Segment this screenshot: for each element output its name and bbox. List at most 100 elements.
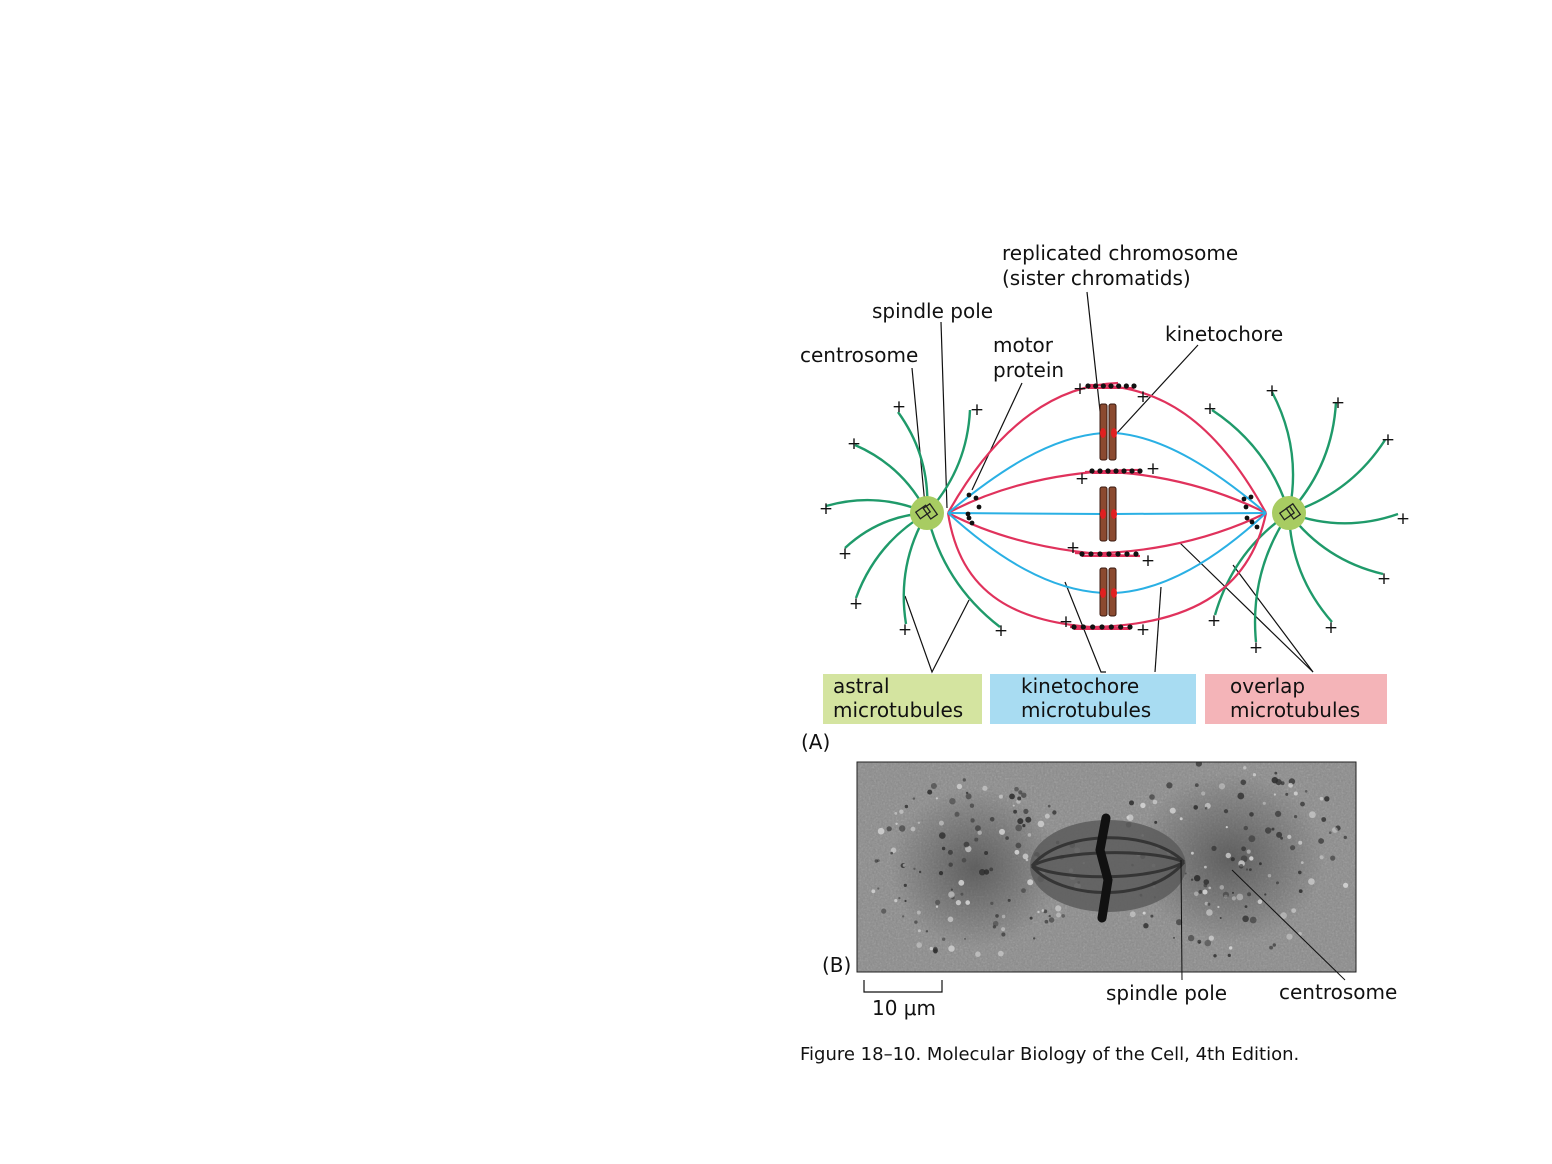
plus-sign: + bbox=[970, 400, 984, 420]
granule bbox=[1014, 849, 1020, 855]
granule bbox=[877, 827, 885, 835]
plus-sign: + bbox=[1324, 618, 1338, 638]
granule bbox=[1207, 902, 1211, 906]
metaphase-plate bbox=[1095, 813, 1113, 923]
scale-bar-label: 10 μm bbox=[872, 996, 936, 1020]
granule bbox=[1259, 862, 1262, 866]
granule bbox=[965, 845, 972, 853]
motor-protein-dot bbox=[1085, 383, 1091, 389]
granule bbox=[874, 859, 878, 863]
legend: astral microtubules kinetochore microtub… bbox=[823, 674, 1387, 724]
centrosome-pointer bbox=[1231, 869, 1346, 981]
motor-protein-dot bbox=[1097, 551, 1103, 557]
plus-sign: + bbox=[819, 499, 833, 519]
granule bbox=[1173, 936, 1175, 939]
granule bbox=[955, 900, 962, 906]
granule bbox=[1213, 954, 1217, 958]
motor-protein-dot bbox=[1108, 383, 1114, 389]
overlap-mt-mid-bottom-right bbox=[1074, 512, 1267, 555]
plus-sign: + bbox=[994, 621, 1008, 641]
granule bbox=[1152, 799, 1158, 805]
granule bbox=[948, 891, 955, 898]
granule bbox=[1308, 878, 1315, 885]
granule bbox=[1001, 932, 1006, 937]
motor-protein-dot bbox=[1099, 624, 1105, 630]
kinetochore-dot bbox=[1111, 428, 1117, 438]
plus-sign: + bbox=[1136, 387, 1150, 407]
granule bbox=[1298, 840, 1303, 845]
granule bbox=[1329, 831, 1332, 834]
scale-bar bbox=[863, 980, 943, 993]
granule bbox=[1023, 808, 1029, 815]
granule bbox=[1238, 864, 1244, 869]
granule bbox=[1005, 836, 1009, 840]
granule bbox=[1224, 894, 1228, 899]
granule bbox=[1198, 941, 1201, 944]
motor-protein-dot bbox=[1106, 551, 1112, 557]
granule bbox=[1286, 933, 1293, 940]
granule bbox=[1293, 791, 1298, 796]
kinetochore-dot bbox=[1100, 428, 1106, 438]
granule bbox=[1309, 811, 1316, 819]
granule bbox=[1048, 917, 1055, 923]
granule bbox=[1241, 759, 1243, 761]
astral-legend-leader bbox=[904, 595, 970, 674]
granule bbox=[1290, 845, 1296, 851]
granule bbox=[975, 951, 981, 957]
granule bbox=[1319, 796, 1324, 801]
spindle-pole-pointer bbox=[1180, 859, 1183, 981]
legend-kinetochore-line1: kinetochore bbox=[1021, 674, 1139, 698]
granule bbox=[1037, 910, 1040, 914]
kinetochore-mt-top-right bbox=[1114, 432, 1267, 514]
granule bbox=[1015, 842, 1022, 849]
granule bbox=[992, 925, 997, 929]
granule bbox=[948, 862, 953, 867]
granule bbox=[1330, 855, 1336, 861]
granule bbox=[1276, 881, 1279, 885]
micrograph-spindle-pole-label: spindle pole bbox=[1106, 981, 1227, 1005]
granule bbox=[941, 846, 946, 851]
granule bbox=[1194, 875, 1201, 882]
centrosome-left bbox=[910, 496, 944, 530]
granule bbox=[964, 937, 966, 940]
granule bbox=[948, 945, 955, 952]
plus-sign: + bbox=[1396, 509, 1410, 529]
granule bbox=[1202, 889, 1208, 895]
granule bbox=[1321, 817, 1327, 822]
granule bbox=[1294, 815, 1298, 819]
granule bbox=[1154, 820, 1158, 824]
motor-protein-dot bbox=[1121, 468, 1127, 474]
granule bbox=[935, 797, 939, 800]
chromosomes bbox=[1099, 403, 1117, 617]
granule bbox=[881, 908, 887, 914]
kinetochore-callout-line bbox=[1116, 344, 1199, 434]
motor-protein-dot bbox=[1088, 551, 1094, 557]
granule bbox=[1223, 809, 1229, 814]
motor-protein-dot bbox=[1090, 624, 1096, 630]
granule bbox=[1001, 927, 1006, 932]
plus-sign: + bbox=[838, 544, 852, 564]
granule bbox=[979, 869, 986, 876]
granule bbox=[1211, 845, 1217, 852]
micrograph-centrosome-label: centrosome bbox=[1279, 980, 1397, 1004]
granule bbox=[1015, 824, 1023, 832]
granule bbox=[1009, 793, 1015, 800]
kinetochore-mt-top-left bbox=[947, 432, 1104, 514]
granule bbox=[1129, 911, 1136, 918]
granule bbox=[1190, 878, 1194, 881]
granule bbox=[913, 867, 916, 870]
kinetochore-mt-bottom-left bbox=[947, 512, 1104, 594]
granule bbox=[1194, 783, 1199, 787]
motor-protein-dot bbox=[1097, 468, 1103, 474]
granule bbox=[1249, 856, 1254, 861]
replicated-chromosome-label-line1: replicated chromosome bbox=[1002, 241, 1238, 265]
granule bbox=[1061, 914, 1065, 918]
granule bbox=[1206, 909, 1213, 916]
granule bbox=[1300, 861, 1304, 864]
panel-b-label: (B) bbox=[822, 953, 851, 977]
granule bbox=[1287, 834, 1292, 840]
granule bbox=[1187, 934, 1195, 942]
kinetochore-dot bbox=[1100, 509, 1106, 519]
granule bbox=[1027, 833, 1032, 837]
motor-protein-dot bbox=[1124, 551, 1130, 557]
